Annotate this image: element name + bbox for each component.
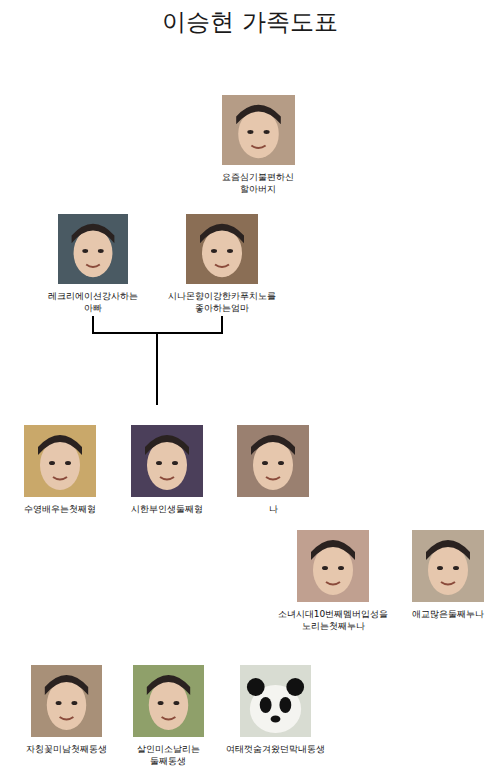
family-member: 애교많은둘째누나 bbox=[398, 530, 498, 620]
member-photo bbox=[186, 214, 258, 284]
member-photo bbox=[237, 425, 309, 497]
couple-bracket bbox=[93, 316, 222, 333]
family-member: 소녀시대10번째멤버입성을 노리는첫째누나 bbox=[268, 530, 398, 632]
member-photo bbox=[297, 530, 369, 602]
portrait-art bbox=[186, 214, 258, 284]
member-photo bbox=[222, 95, 295, 165]
member-caption: 나 bbox=[223, 503, 323, 515]
family-member: 자칭꽃미남첫째동생 bbox=[16, 665, 116, 755]
member-photo bbox=[133, 665, 204, 737]
portrait-art bbox=[412, 530, 484, 602]
family-member: 요즘심기불편하신 할아버지 bbox=[213, 95, 303, 195]
portrait-art bbox=[297, 530, 369, 602]
member-caption: 시한부인생둘째형 bbox=[117, 503, 217, 515]
family-member: 시한부인생둘째형 bbox=[117, 425, 217, 515]
member-photo bbox=[31, 665, 102, 737]
member-caption: 레크리에이션강사하는 아빠 bbox=[38, 290, 148, 314]
family-member: 레크리에이션강사하는 아빠 bbox=[38, 214, 148, 314]
portrait-art bbox=[237, 425, 309, 497]
member-caption: 여태껏숨겨왔던막내동생 bbox=[220, 743, 330, 755]
diagram-title: 이승현 가족도표 bbox=[0, 6, 500, 38]
member-caption: 수영배우는첫째형 bbox=[10, 503, 110, 515]
member-caption: 자칭꽃미남첫째동생 bbox=[16, 743, 116, 755]
member-photo bbox=[58, 214, 128, 284]
portrait-art bbox=[58, 214, 128, 284]
member-photo bbox=[131, 425, 203, 497]
family-member: 나 bbox=[223, 425, 323, 515]
portrait-art bbox=[240, 665, 311, 737]
family-member: 살인미소날리는 둘째동생 bbox=[123, 665, 213, 767]
portrait-art bbox=[222, 95, 295, 165]
member-caption: 살인미소날리는 둘째동생 bbox=[123, 743, 213, 767]
family-member: 수영배우는첫째형 bbox=[10, 425, 110, 515]
portrait-art bbox=[31, 665, 102, 737]
family-member: 여태껏숨겨왔던막내동생 bbox=[220, 665, 330, 755]
member-caption: 애교많은둘째누나 bbox=[398, 608, 498, 620]
member-photo bbox=[412, 530, 484, 602]
descent-line bbox=[156, 333, 158, 405]
portrait-art bbox=[24, 425, 96, 497]
member-caption: 소녀시대10번째멤버입성을 노리는첫째누나 bbox=[268, 608, 398, 632]
portrait-art bbox=[131, 425, 203, 497]
member-caption: 시나몬향이강한카푸치노를 좋아하는엄마 bbox=[162, 290, 282, 314]
member-photo bbox=[24, 425, 96, 497]
member-caption: 요즘심기불편하신 할아버지 bbox=[213, 171, 303, 195]
member-photo bbox=[240, 665, 311, 737]
portrait-art bbox=[133, 665, 204, 737]
family-member: 시나몬향이강한카푸치노를 좋아하는엄마 bbox=[162, 214, 282, 314]
